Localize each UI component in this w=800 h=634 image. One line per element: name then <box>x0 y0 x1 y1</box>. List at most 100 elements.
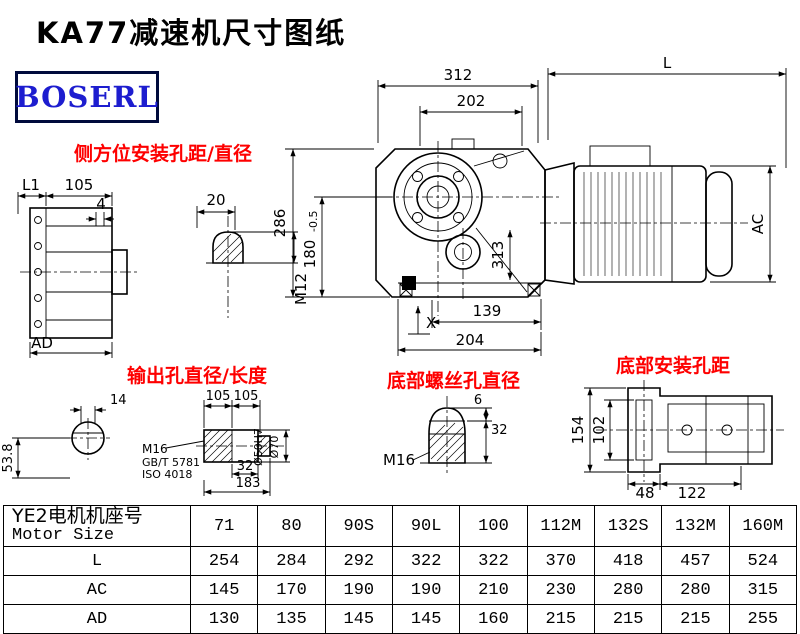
dim-text-105-side: 105 <box>65 176 94 194</box>
dimension-L: L <box>547 54 787 168</box>
cell-L-1: 284 <box>257 546 326 576</box>
dim-text-6: 6 <box>474 393 482 408</box>
dimension-122: 122 <box>660 466 742 502</box>
shaft-view <box>196 429 284 463</box>
label-bottom-screw-hole: 底部螺丝孔直径 <box>387 370 521 392</box>
shaft-thread-note: M16 GB/T 5781 ISO 4018 <box>142 440 205 481</box>
label-output-hole: 输出孔直径/长度 <box>127 365 267 387</box>
dimension-14: 14 <box>70 393 127 424</box>
column-header-4: 100 <box>459 505 528 547</box>
note-text-gbt5781: GB/T 5781 <box>142 456 200 469</box>
cell-AC-2: 190 <box>324 575 393 605</box>
dim-text-313: 313 <box>489 241 507 270</box>
cell-AD-0: 130 <box>189 604 259 634</box>
dim-text-d70: Ø70 <box>268 436 281 459</box>
dimension-L1: L1 <box>17 176 47 214</box>
dim-text-204: 204 <box>456 331 485 349</box>
foot-view <box>596 380 784 482</box>
main-view-gearbox <box>362 138 560 316</box>
cell-L-4: 322 <box>459 546 528 576</box>
main-view-motor <box>540 145 748 285</box>
dimension-105-side: 105 <box>46 176 113 206</box>
dim-text-105a: 105 <box>206 389 231 404</box>
motor-size-table: YE2电机机座号 Motor Size 71 80 90S 90L 100 11… <box>3 505 798 634</box>
note-text-iso4018: ISO 4018 <box>142 468 192 481</box>
dim-text-4: 4 <box>96 195 106 213</box>
dim-text-32-bolt: 32 <box>491 423 508 438</box>
cell-AC-5: 230 <box>526 575 595 605</box>
dim-text-48: 48 <box>635 484 654 502</box>
dim-text-d50: Ø50H7 <box>252 428 265 466</box>
drain-plug-block <box>402 276 416 290</box>
dimension-53-8: 53.8 <box>1 437 70 479</box>
side-mount-bolt-detail <box>206 216 250 318</box>
dim-text-122: 122 <box>678 484 707 502</box>
dimension-AC: AC <box>710 165 776 283</box>
cell-AC-7: 280 <box>661 575 730 605</box>
column-header-0: 71 <box>189 505 259 547</box>
column-header-8: 160M <box>728 505 798 547</box>
dim-text-286: 286 <box>271 209 289 238</box>
cell-L-3: 322 <box>391 546 461 576</box>
cell-AD-7: 215 <box>661 604 730 634</box>
dim-text-139: 139 <box>473 302 502 320</box>
dimension-20: 20 <box>196 191 236 230</box>
cell-AC-1: 170 <box>257 575 326 605</box>
dim-text-53-8: 53.8 <box>1 444 16 473</box>
dimension-154: 154 <box>569 387 626 473</box>
table-header-cn: YE2电机机座号 <box>12 505 143 528</box>
label-side-mount-holes: 侧方位安装孔距/直径 <box>74 143 252 165</box>
cell-AC-0: 145 <box>189 575 259 605</box>
cell-AD-6: 215 <box>593 604 663 634</box>
cell-AC-8: 315 <box>728 575 798 605</box>
dim-text-M16-bolt: M16 <box>383 451 415 469</box>
table-header-motor-size: YE2电机机座号 Motor Size <box>3 505 191 547</box>
column-header-6: 132S <box>593 505 663 547</box>
dim-text-105b: 105 <box>234 389 259 404</box>
column-header-3: 90L <box>391 505 461 547</box>
dimension-105-shaft-b: 105 <box>232 389 261 434</box>
row-label-AC: AC <box>3 575 191 605</box>
dim-text-20: 20 <box>206 191 225 209</box>
cell-L-8: 524 <box>728 546 798 576</box>
dimension-183: 183 <box>203 458 271 496</box>
dim-text-180: 180 <box>301 240 319 269</box>
table-header-row: YE2电机机座号 Motor Size 71 80 90S 90L 100 11… <box>3 505 798 547</box>
dimension-M12: M12 <box>231 231 310 305</box>
dimension-312: 312 <box>377 66 539 143</box>
dimension-d70: Ø70 <box>258 429 290 463</box>
page-title: KA77减速机尺寸图纸 <box>36 16 347 50</box>
brand-logo: BOSERL <box>15 71 159 123</box>
dim-text-M12: M12 <box>292 273 310 305</box>
table-row-AD: AD 130 135 145 145 160 215 215 215 255 <box>3 604 798 634</box>
cell-AD-4: 160 <box>459 604 528 634</box>
dim-text-X: X <box>426 314 436 332</box>
side-view <box>20 207 140 339</box>
cell-AC-4: 210 <box>459 575 528 605</box>
dimension-313: 313 <box>489 230 513 280</box>
datum-X: X <box>408 306 436 335</box>
dim-text-L1: L1 <box>22 176 40 194</box>
dim-text-102: 102 <box>590 416 608 445</box>
dim-text-312: 312 <box>444 66 473 84</box>
dimension-48: 48 <box>627 474 661 502</box>
table-row-AC: AC 145 170 190 190 210 230 280 280 315 <box>3 575 798 605</box>
cell-L-5: 370 <box>526 546 595 576</box>
dim-text-AC: AC <box>749 214 767 234</box>
cell-AD-3: 145 <box>391 604 461 634</box>
bolt-detail-view <box>420 396 474 474</box>
cell-L-6: 418 <box>593 546 663 576</box>
dimension-102: 102 <box>590 399 634 461</box>
cell-AD-2: 145 <box>324 604 393 634</box>
dim-text-180-tolerance: -0.5 <box>307 211 320 232</box>
cell-AC-3: 190 <box>391 575 461 605</box>
dimension-32-bolt: 32 <box>467 421 508 464</box>
cell-L-0: 254 <box>189 546 259 576</box>
row-label-L: L <box>3 546 191 576</box>
dimension-139: 139 <box>431 299 542 330</box>
dimension-6: 6 <box>449 393 492 422</box>
technical-drawing: 312 L 202 286 180 -0.5 20 <box>1 54 787 502</box>
column-header-5: 112M <box>526 505 595 547</box>
dimension-4: 4 <box>86 195 114 226</box>
dim-text-32-shaft: 32 <box>237 459 254 474</box>
